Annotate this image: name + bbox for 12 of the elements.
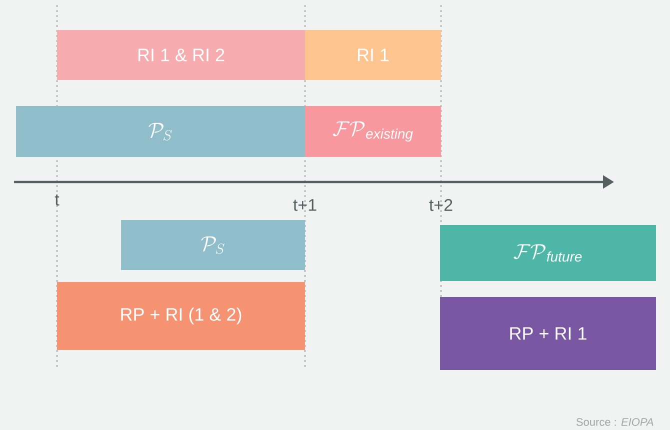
source-note: Source : EIOPA xyxy=(576,418,654,426)
period-bar: RI 1 xyxy=(305,30,441,80)
tick-label: t+2 xyxy=(429,198,452,211)
period-bar: RP + RI 1 xyxy=(440,297,656,370)
tick-label: t xyxy=(54,194,60,206)
period-bar: $\mathcal{FP}_{\mathit{future}}$ xyxy=(440,224,656,281)
period-bar: $\mathcal{FP}_{\mathit{existing}}$ xyxy=(305,106,441,157)
period-bar: $\mathcal{P}_{S}$ xyxy=(121,220,305,270)
period-bar: RP + RI (1 & 2) xyxy=(57,282,305,350)
tick-label: t+1 xyxy=(293,199,316,211)
period-bar: RI 1 & RI 2 xyxy=(57,30,305,80)
period-bar: $\mathcal{P}_{S}$ xyxy=(16,106,305,157)
